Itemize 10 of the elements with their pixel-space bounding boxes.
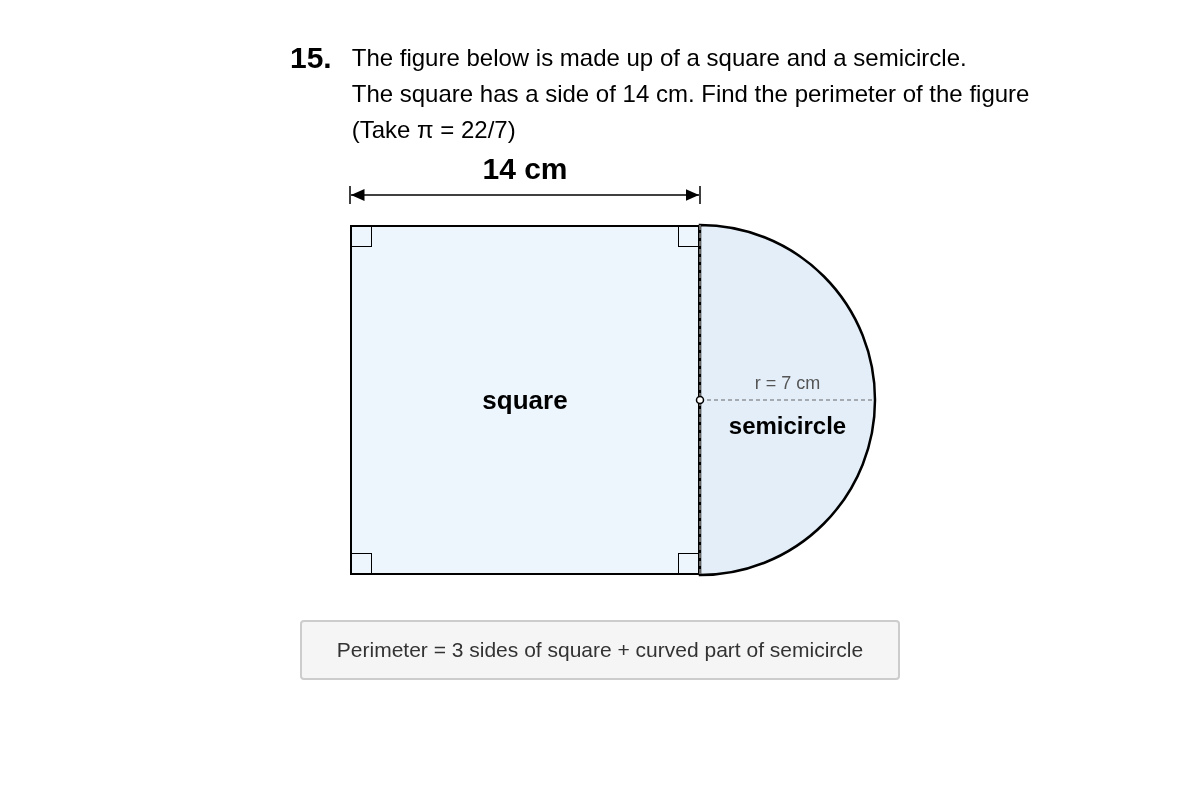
- question-text: The square has a side of 14 cm. Find the perimeter of the figure: [351, 79, 1030, 109]
- formula-box: Perimeter = 3 sides of square + curved part of semicircle: [300, 620, 900, 680]
- shape-label: square: [482, 383, 568, 417]
- question-text: The figure below is made up of a square and a semicircle.: [351, 43, 967, 73]
- shape-label: semicircle: [728, 411, 847, 441]
- question-text: (Take π = 22/7): [351, 115, 516, 145]
- dimension-label: 14 cm: [482, 151, 568, 187]
- question-number: 15.: [290, 40, 332, 76]
- radius-label: r = 7 cm: [754, 372, 821, 395]
- square-shape: [350, 225, 700, 575]
